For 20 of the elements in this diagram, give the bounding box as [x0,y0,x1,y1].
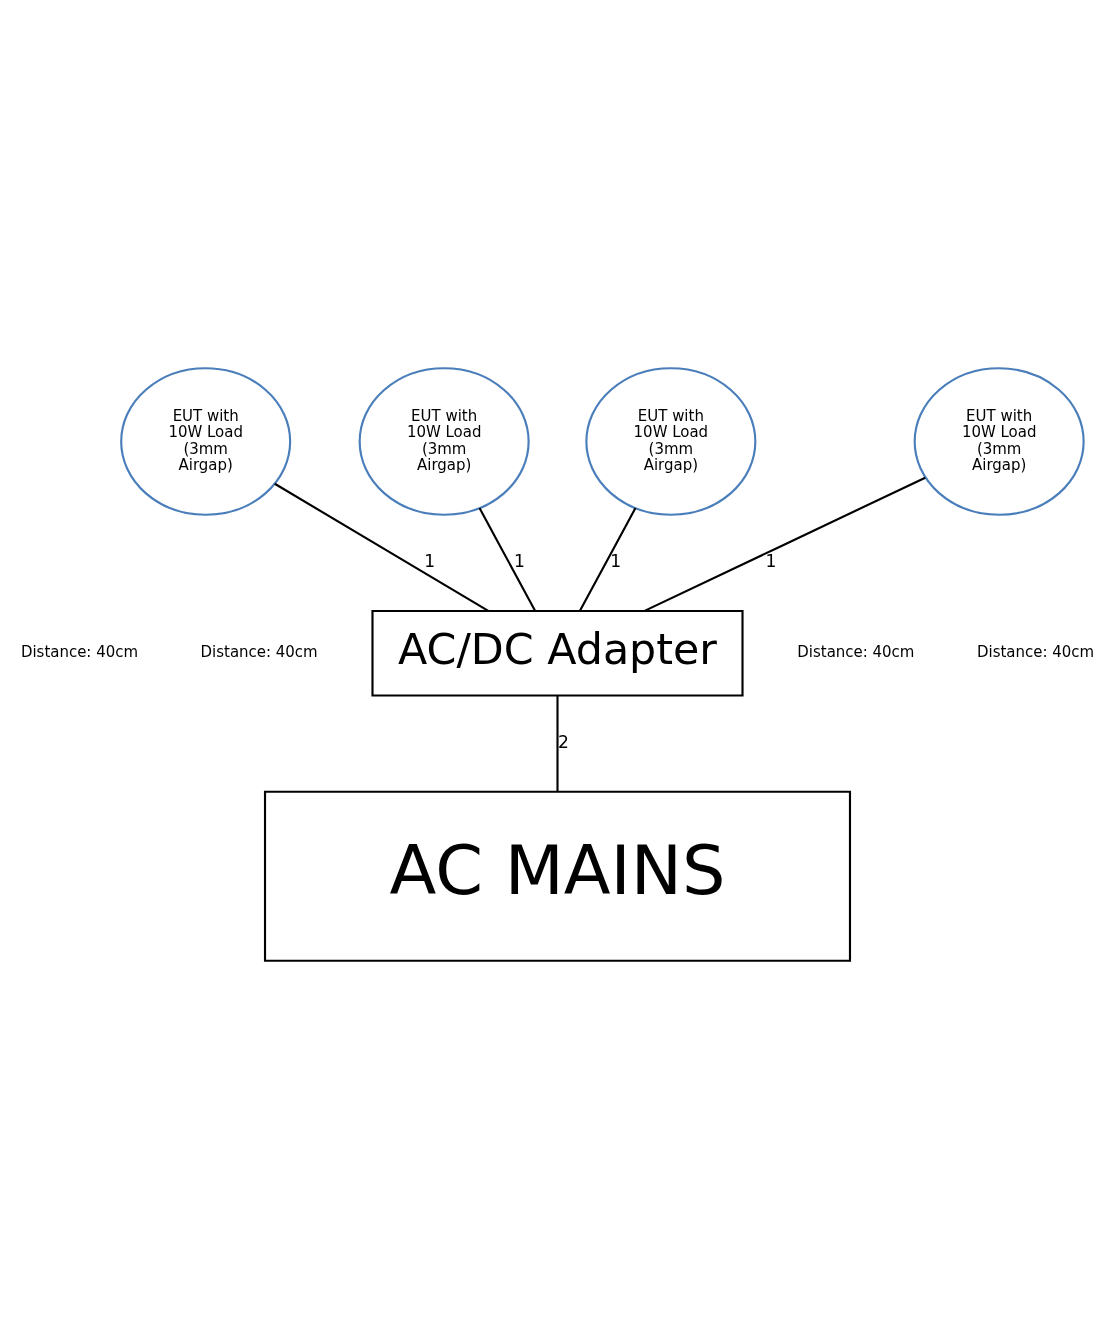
label: Distance: 40cm [976,643,1095,662]
node-ellipse: EUT with 10W Load (3mm Airgap) [358,367,530,516]
edge-label: 1 [610,550,622,571]
connector [478,507,537,612]
label: Distance: 40cm [200,643,318,662]
node-box: AC/DC Adapter [371,609,744,697]
edge-label: 1 [424,550,436,571]
label: Distance: 40cm [20,643,139,662]
node-ellipse: EUT with 10W Load (3mm Airgap) [913,367,1085,516]
connector [274,482,489,612]
node-ellipse: EUT with 10W Load (3mm Airgap) [120,367,292,516]
edge-label: 1 [765,550,777,571]
edge-label: 1 [514,550,525,571]
edge-label: 2 [557,731,569,752]
connector [578,507,637,612]
node-box: AC MAINS [263,790,852,962]
connector [556,695,559,792]
connector [644,476,926,612]
label: Distance: 40cm [797,643,915,662]
node-ellipse: EUT with 10W Load (3mm Airgap) [585,367,757,516]
